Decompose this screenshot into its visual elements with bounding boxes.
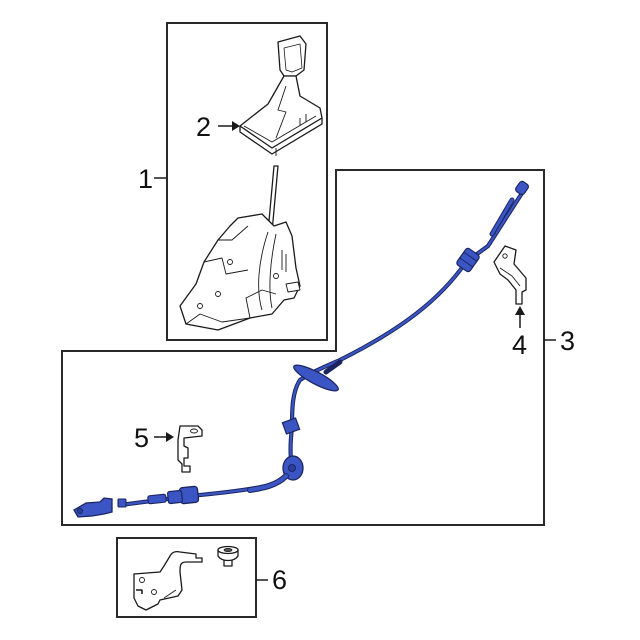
shifter-base-part: [179, 165, 301, 331]
callout-5: 5: [134, 423, 150, 453]
shift-cable-part: [73, 180, 529, 518]
group-box-6: [116, 537, 257, 618]
callout-6: 6: [272, 565, 288, 595]
bracket-5-part: [177, 425, 203, 473]
callout-3: 3: [560, 326, 576, 356]
arrowhead-4: [515, 306, 525, 315]
group-box-3: [61, 169, 545, 526]
arrowhead-2: [232, 121, 240, 131]
callout-1: 1: [138, 164, 154, 194]
bracket-4-part: [493, 245, 527, 305]
bracket-kit-6-part: [133, 545, 239, 611]
shift-knob-part: [239, 35, 323, 156]
callout-2: 2: [196, 112, 212, 142]
arrowhead-5: [166, 432, 174, 442]
group-box-1: [166, 22, 328, 341]
callout-4: 4: [512, 330, 528, 360]
